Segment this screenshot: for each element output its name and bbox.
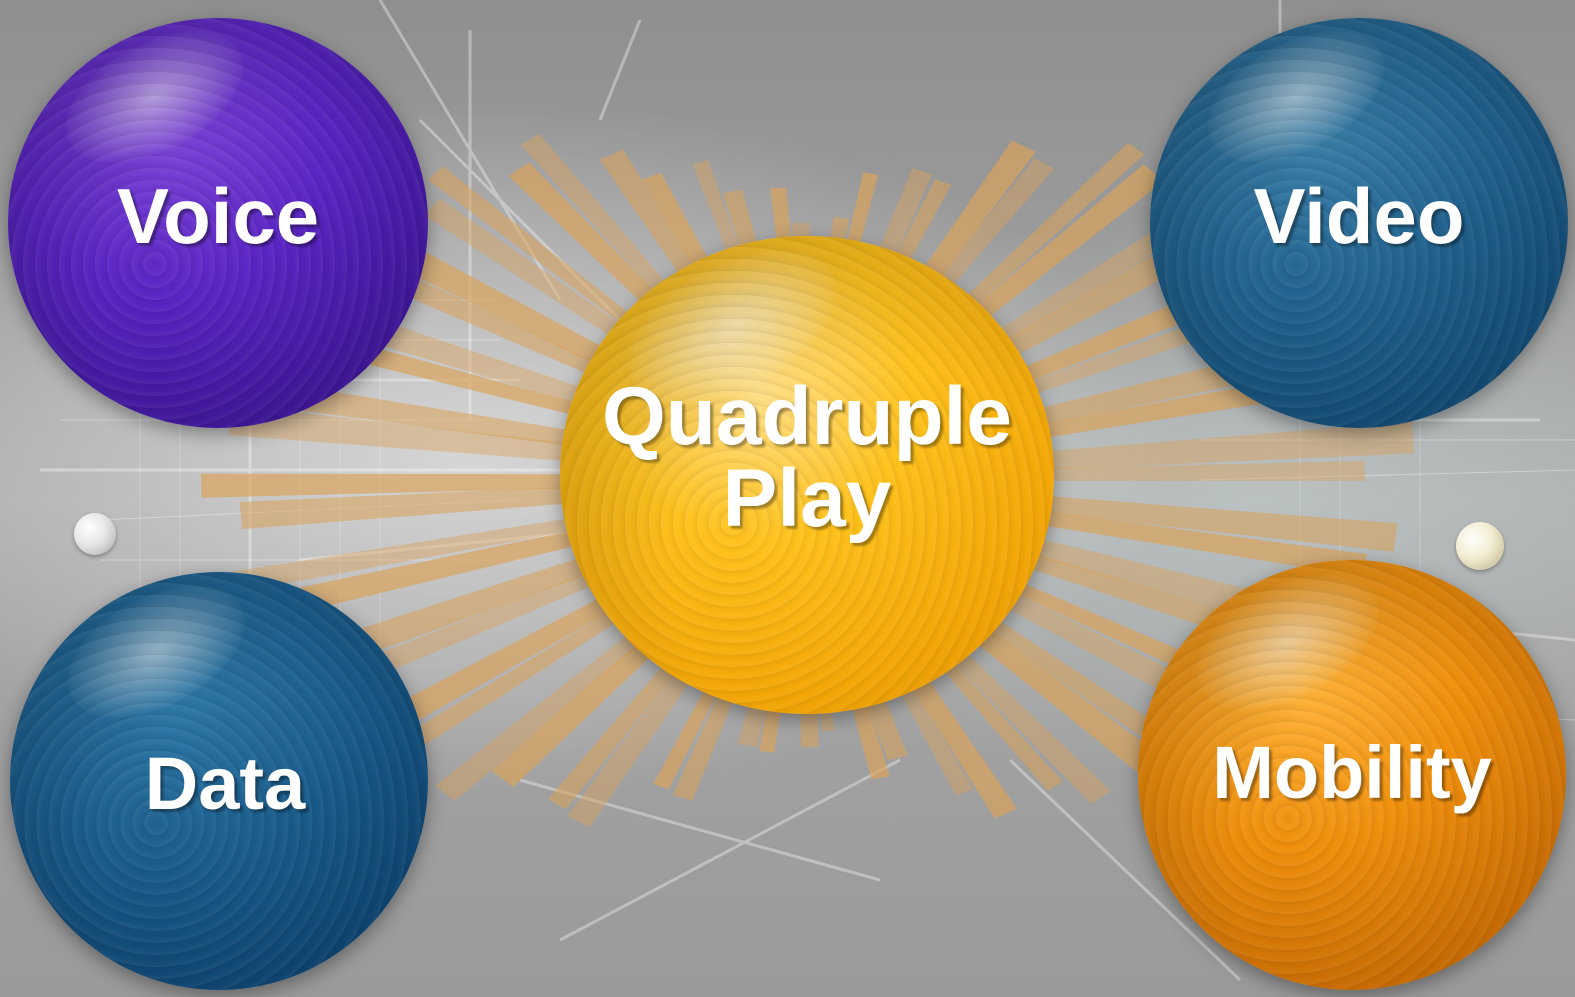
center-ray	[228, 405, 658, 468]
video-label: Video	[1253, 172, 1465, 260]
center-title-line2: Play	[722, 453, 892, 544]
center-ray	[232, 504, 660, 593]
center-ray	[221, 512, 663, 630]
center-ray	[952, 488, 1398, 552]
data-sphere: Data	[10, 572, 428, 990]
video-sphere: Video	[1150, 18, 1568, 428]
mobility-sphere: Mobility	[1138, 560, 1566, 990]
voice-label: Voice	[116, 172, 320, 260]
pearl-ornament-right	[1456, 522, 1504, 570]
data-label: Data	[144, 742, 306, 825]
center-ray	[951, 499, 1367, 577]
center-ray	[239, 482, 657, 530]
center-title-line1: Quadruple	[601, 371, 1013, 462]
center-ray	[201, 473, 656, 498]
center-sphere: Quadruple Play	[560, 236, 1054, 714]
center-title: Quadruple Play	[602, 376, 1012, 540]
pearl-ornament-left	[74, 513, 116, 555]
center-ray	[292, 530, 671, 677]
voice-sphere: Voice	[8, 18, 428, 428]
center-ray	[953, 421, 1415, 474]
center-ray	[954, 460, 1365, 481]
mobility-label: Mobility	[1212, 731, 1492, 814]
